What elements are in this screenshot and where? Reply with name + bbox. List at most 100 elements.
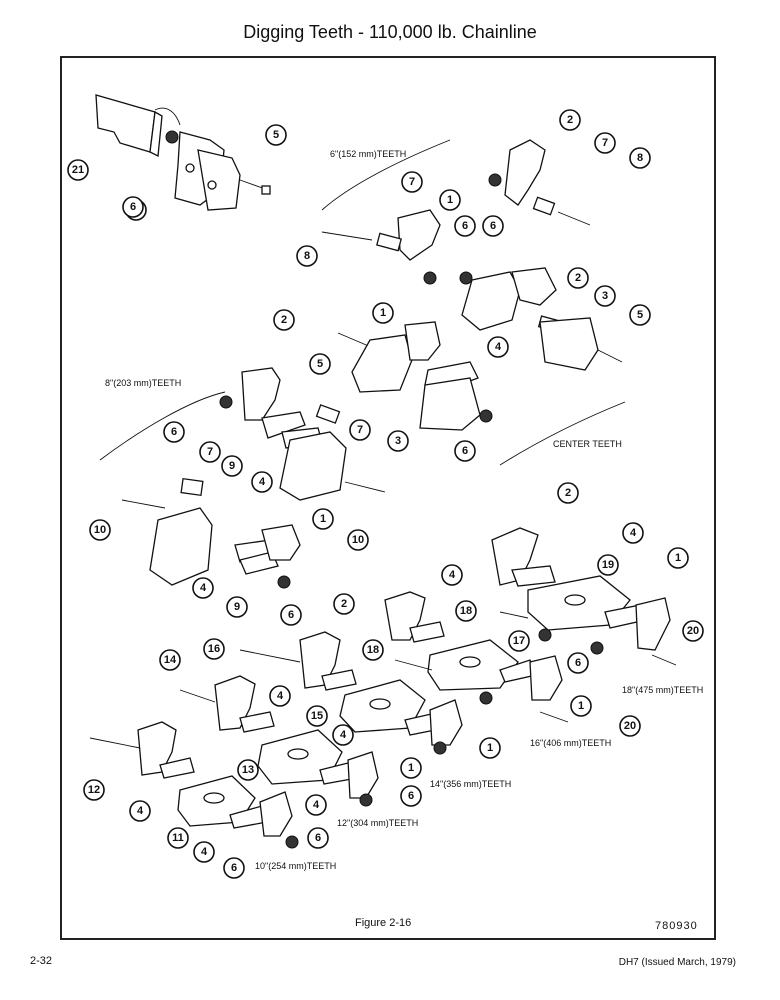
callout-balloon [454,440,476,462]
callout-balloons: 2165627871866235154362679410710149624124… [67,109,704,879]
callout-number: 9 [229,460,235,472]
callout-number: 12 [88,784,100,796]
callout-balloon [309,353,331,375]
callout-number: 5 [273,129,279,141]
label-8in-teeth: 8"(203 mm)TEETH [105,378,181,388]
callout-number: 11 [172,832,184,844]
callout-number: 6 [315,832,321,844]
label-12in-teeth: 12"(304 mm)TEETH [337,818,418,828]
callout-number: 9 [234,601,240,613]
callout-number: 17 [513,635,525,647]
callout-number: 4 [495,341,502,353]
callout-number: 8 [304,250,310,262]
callout-balloon [251,471,273,493]
callout-balloon [237,759,259,781]
callout-number: 4 [340,729,347,741]
label-16in-teeth: 16"(406 mm)TEETH [530,738,611,748]
callout-balloon [159,649,181,671]
callout-number: 4 [137,805,144,817]
callout-number: 1 [408,762,414,774]
document-footer: DH7 (Issued March, 1979) [618,957,736,968]
callout-number: 1 [487,742,493,754]
separator-8in [99,391,226,461]
callout-number: 4 [259,476,266,488]
part-group-8in [121,367,386,589]
callout-balloon [199,441,221,463]
callout-number: 20 [687,625,699,637]
callout-balloon [387,430,409,452]
callout-balloon [89,519,111,541]
callout-number: 4 [201,846,208,858]
callout-number: 4 [277,690,284,702]
callout-balloon [192,577,214,599]
callout-number: 15 [311,710,323,722]
callout-number: 2 [565,487,571,499]
callout-number: 4 [313,799,320,811]
callout-number: 4 [200,582,207,594]
callout-balloon [67,159,89,181]
callout-balloon [629,147,651,169]
callout-balloon [487,336,509,358]
callout-number: 1 [578,700,584,712]
callout-number: 6 [288,609,294,621]
callout-number: 14 [164,654,177,666]
callout-balloon [83,779,105,801]
callout-balloon [567,652,589,674]
callout-number: 6 [462,445,468,457]
callout-balloon [193,841,215,863]
label-6in-teeth: 6"(152 mm)TEETH [330,149,406,159]
callout-number: 6 [462,220,468,232]
callout-balloon [332,724,354,746]
callout-number: 4 [630,527,637,539]
callout-number: 2 [341,598,347,610]
callout-balloon [439,189,461,211]
callout-number: 1 [447,194,453,206]
callout-number: 3 [602,290,608,302]
callout-balloon [221,455,243,477]
part-group-wide-teeth [89,527,677,849]
part-group-top-left [95,94,271,211]
part-group-center [337,321,493,431]
callout-balloon [629,304,651,326]
callout-number: 8 [637,152,643,164]
callout-balloon [362,639,384,661]
callout-balloon [223,857,245,879]
callout-number: 7 [409,176,415,188]
callout-balloon [400,757,422,779]
callout-number: 6 [130,201,136,213]
callout-balloon [559,109,581,131]
callout-balloon [333,593,355,615]
callout-balloon [280,604,302,626]
label-14in-teeth: 14"(356 mm)TEETH [430,779,511,789]
callout-balloon [619,715,641,737]
callout-number: 6 [408,790,414,802]
callout-number: 7 [602,137,608,149]
callout-number: 6 [575,657,581,669]
callout-number: 2 [575,272,581,284]
callout-balloon [400,785,422,807]
callout-number: 18 [460,605,472,617]
figure-caption: Figure 2-16 [355,917,412,929]
callout-balloon [296,245,318,267]
callout-number: 16 [208,643,220,655]
callout-number: 1 [675,552,681,564]
drawing-number: 780930 [655,920,698,932]
callout-number: 6 [171,426,177,438]
callout-balloon [597,554,619,576]
callout-number: 6 [490,220,496,232]
label-center-teeth: CENTER TEETH [553,439,622,449]
callout-balloon [269,685,291,707]
callout-balloon [226,596,248,618]
page-title: Digging Teeth - 110,000 lb. Chainline [243,22,537,42]
callout-number: 2 [567,114,573,126]
callout-number: 10 [94,524,106,536]
callout-balloon [667,547,689,569]
callout-balloon [594,285,616,307]
callout-balloon [622,522,644,544]
callout-balloon [305,794,327,816]
callout-number: 1 [380,307,386,319]
callout-balloon [273,309,295,331]
callout-balloon [508,630,530,652]
callout-balloon [454,215,476,237]
